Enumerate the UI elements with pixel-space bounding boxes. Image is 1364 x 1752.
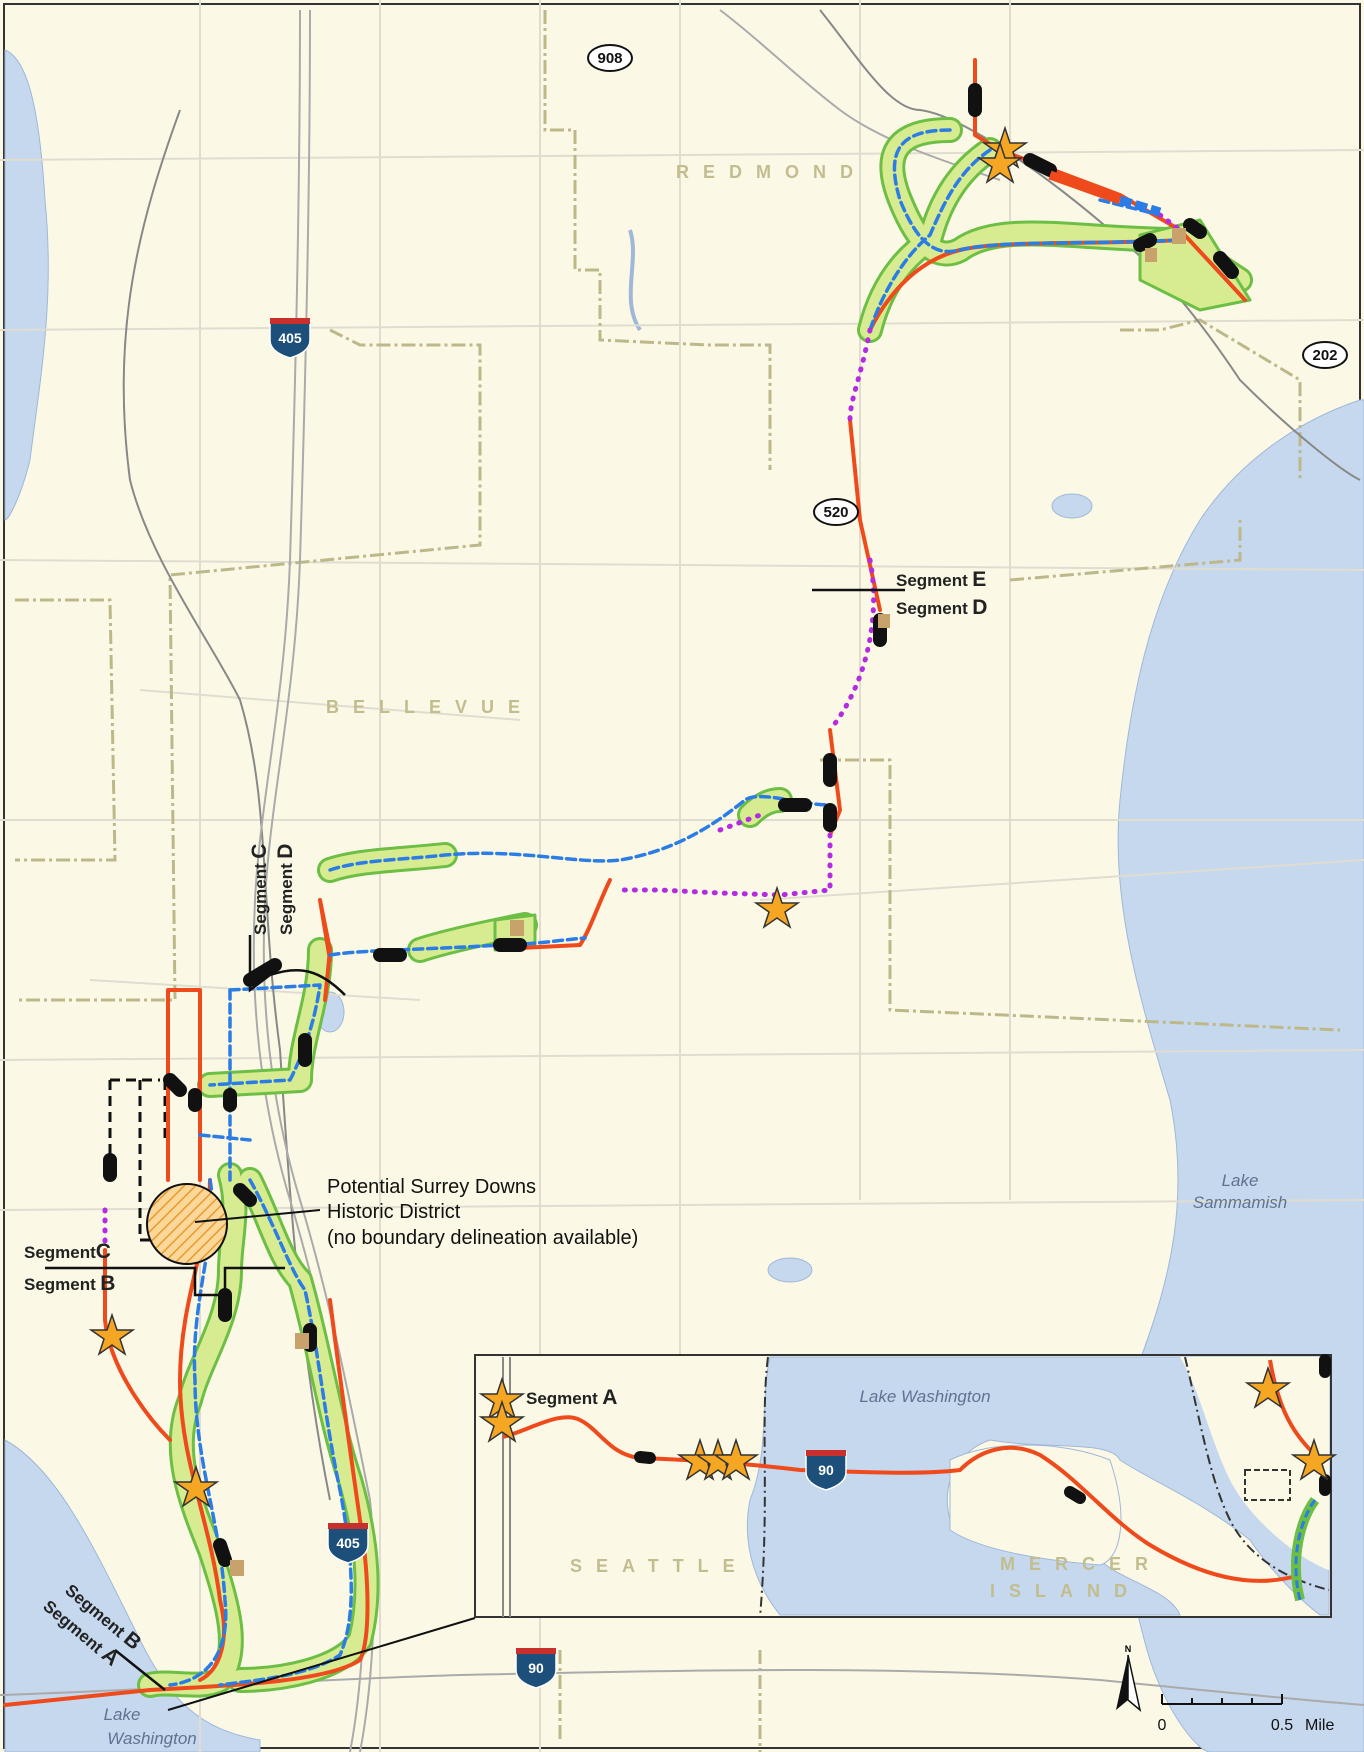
city-boundaries <box>15 10 1341 1752</box>
svg-text:90: 90 <box>528 1660 544 1676</box>
redmond-mainline <box>1048 170 1122 205</box>
svg-text:520: 520 <box>823 504 848 521</box>
lake-sammamish-label-1: Lake <box>1222 1171 1259 1190</box>
segment-break-lines <box>45 588 905 1691</box>
pond-1 <box>767 1257 813 1283</box>
star-icon <box>478 1399 526 1443</box>
star-icon <box>753 885 801 929</box>
route-purple-dotted <box>102 212 1183 1253</box>
shield-i405-top: 405 <box>269 318 311 359</box>
star-icon <box>172 1464 220 1508</box>
north-arrow: N <box>1116 1644 1142 1712</box>
creek-1 <box>628 229 642 332</box>
svg-text:202: 202 <box>1312 347 1337 364</box>
svg-text:405: 405 <box>336 1535 360 1551</box>
segment-d-vertical: Segment D <box>274 844 297 935</box>
svg-text:N: N <box>1125 1644 1132 1654</box>
scale-bar: 0 0.5 Mile <box>1158 1694 1334 1734</box>
surrey-downs-district <box>146 1183 228 1265</box>
parking-markers <box>230 228 1186 1576</box>
star-icon <box>976 140 1024 184</box>
inset-seattle: SEATTLE <box>570 1556 749 1576</box>
annotation-line-1: Potential Surrey Downs <box>327 1176 536 1198</box>
lake-washington-south <box>4 1439 261 1752</box>
shield-i90: 90 <box>515 1648 557 1689</box>
star-icon <box>1244 1365 1292 1409</box>
lake-sammamish-label-2: Sammamish <box>1193 1193 1287 1212</box>
svg-text:405: 405 <box>278 330 302 346</box>
shield-i90-inset: 90 <box>805 1450 847 1491</box>
city-redmond: REDMOND <box>676 162 867 182</box>
svg-text:0.5: 0.5 <box>1271 1717 1293 1734</box>
alternative-dashed-black <box>108 1078 190 1242</box>
route-black-pills <box>103 83 1239 1567</box>
shield-202: 202 <box>1302 341 1348 369</box>
segment-c-label: SegmentC <box>24 1240 111 1263</box>
lake-washington-west <box>4 49 49 521</box>
district-leader <box>194 1209 321 1223</box>
inset-lake-washington: Lake Washington <box>859 1387 990 1406</box>
inset-mercer: MERCER <box>1000 1554 1162 1574</box>
inset-map: 90 Lake Washington SEATTLE MERCER ISLAND… <box>474 1354 1338 1618</box>
lake-washington-label-1: Lake <box>104 1705 141 1724</box>
inset-leader <box>167 1617 476 1711</box>
redmond-mainline-blue <box>1118 195 1162 217</box>
star-icon <box>712 1437 760 1481</box>
inset-island: ISLAND <box>990 1581 1141 1601</box>
city-bellevue: BELLEVUE <box>326 697 534 717</box>
star-icon <box>1290 1437 1338 1481</box>
star-icon <box>88 1312 136 1356</box>
station-stars <box>88 125 1029 1508</box>
svg-text:0: 0 <box>1158 1717 1167 1734</box>
shield-908: 908 <box>587 44 633 72</box>
inset-segment-a: Segment A <box>526 1386 617 1409</box>
segment-d-label: Segment D <box>896 596 987 619</box>
segment-c-vertical: Segment C <box>248 844 271 935</box>
annotation-line-3: (no boundary delineation available) <box>327 1227 638 1249</box>
svg-text:90: 90 <box>818 1462 834 1478</box>
annotation-line-2: Historic District <box>327 1201 461 1223</box>
lake-washington-label-2: Washington <box>107 1729 196 1748</box>
svg-text:908: 908 <box>597 50 622 67</box>
segment-b-label: Segment B <box>24 1272 115 1295</box>
svg-text:Mile: Mile <box>1305 1717 1334 1734</box>
pond-2 <box>1051 493 1093 519</box>
shield-520: 520 <box>813 498 859 526</box>
segment-e-label: Segment E <box>896 568 986 591</box>
shield-i405-bottom: 405 <box>327 1523 369 1564</box>
